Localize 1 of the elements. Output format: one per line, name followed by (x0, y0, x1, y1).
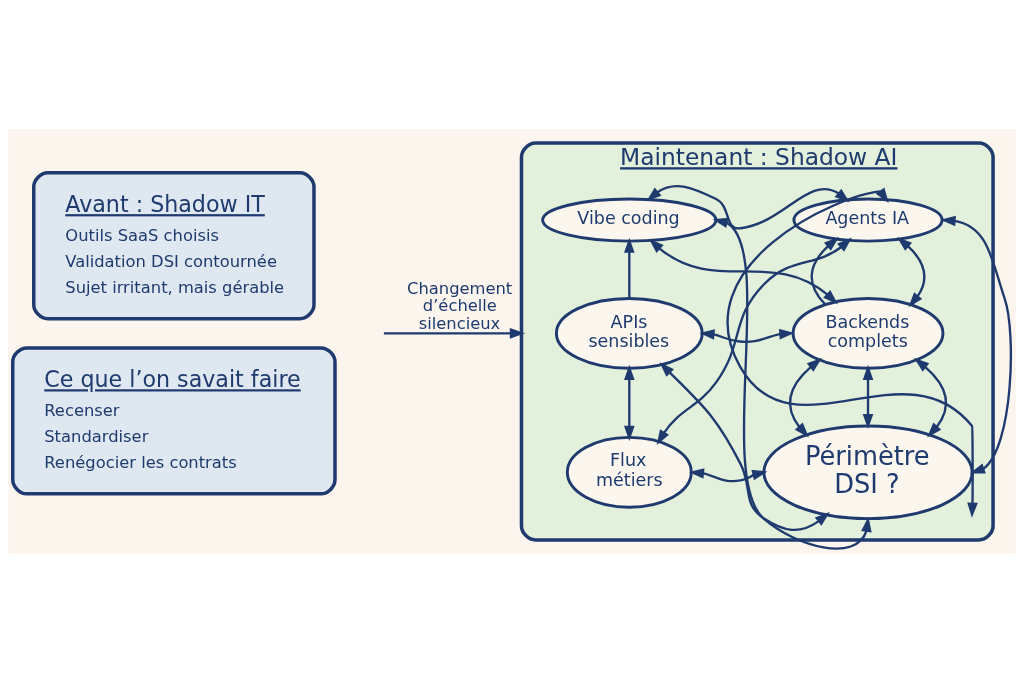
edge-label: Changement d’échelle silencieux (407, 278, 513, 333)
